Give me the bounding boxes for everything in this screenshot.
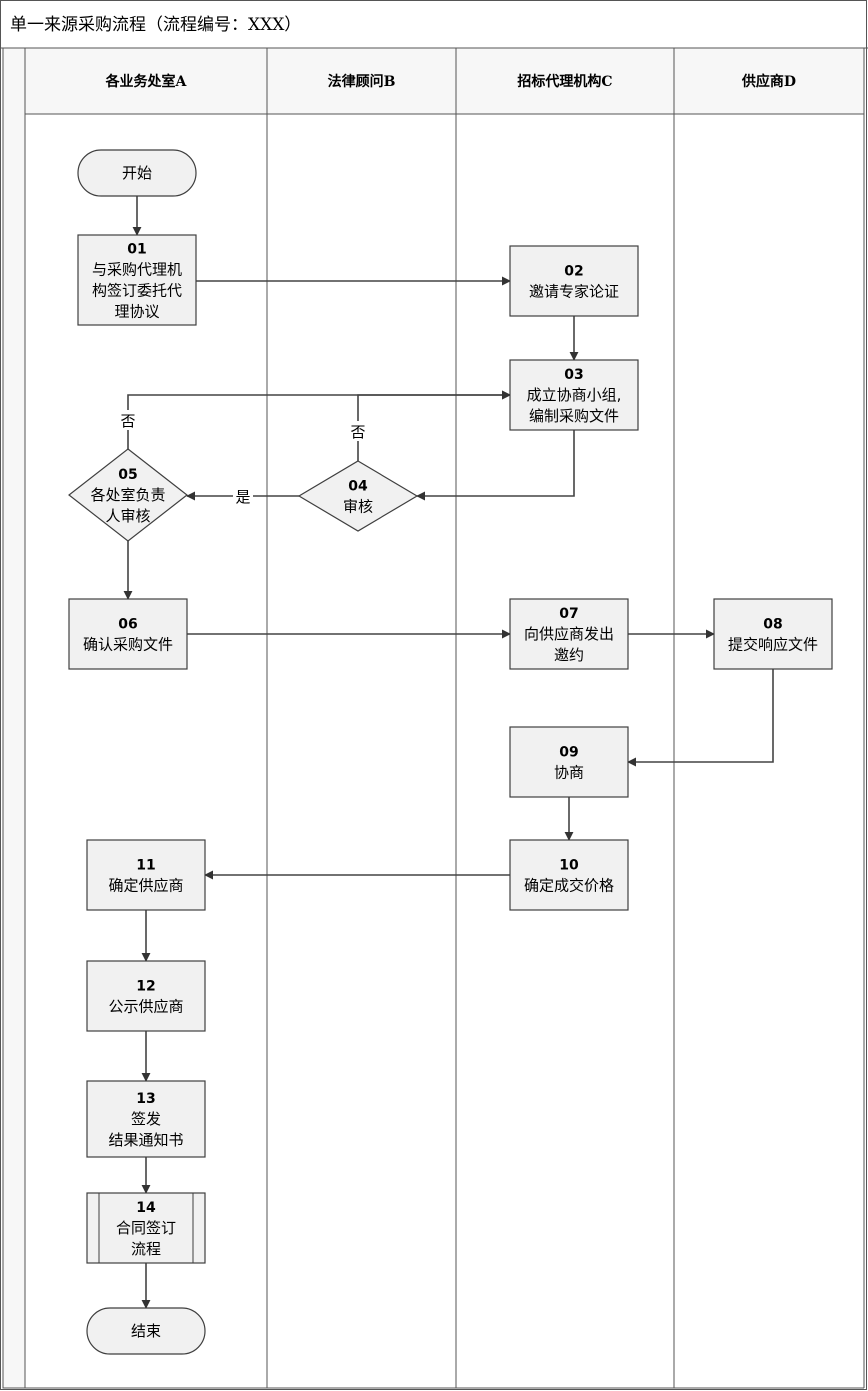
node-label-line: 成立协商小组, [527,386,622,404]
process-shape [713,598,833,670]
node-number: 04 [348,479,368,495]
lane-header-c: 招标代理机构C [517,73,612,90]
process-shape [86,960,206,1032]
node-label-line: 理协议 [114,303,159,321]
terminal-shape [86,1307,206,1355]
node-label-line: 构签订委托代 [92,282,182,300]
process-shape [509,598,629,670]
page-title: 单一来源采购流程（流程编号：XXX） [10,15,301,35]
node-number: 06 [118,617,137,633]
process-shape [86,839,206,911]
node-number: 11 [136,858,155,874]
edge-label-e-04-03: 否 [350,423,365,441]
node-label-line: 确定供应商 [108,877,183,895]
node-label-line: 签发 [131,1110,161,1128]
node-number: 10 [559,858,579,874]
node-label-line: 协商 [554,764,584,782]
lane-header-a: 各业务处室A [105,73,188,90]
subprocess-shape [86,1192,206,1264]
edge-label-e-05-03: 否 [120,412,135,430]
process-shape [509,839,629,911]
node-label-line: 确认采购文件 [83,636,173,654]
node-number: 08 [763,617,782,633]
edge-n03-to-n04 [416,430,575,501]
node-label-line: 邀请专家论证 [529,283,619,301]
node-end: 结束 [86,1307,206,1355]
node-n04: 04 审核 [297,460,419,532]
edge-n04-to-n03 [357,390,511,461]
node-label-line: 编制采购文件 [529,407,619,425]
node-n12: 12 公示供应商 [86,960,206,1032]
node-number: 01 [127,242,146,258]
edges-layer [123,196,774,1309]
lane-header-b: 法律顾问B [328,73,396,90]
node-number: 09 [559,745,578,761]
edge-label-bg [233,486,253,506]
process-shape [509,726,629,798]
node-label-line: 公示供应商 [108,998,183,1016]
labels-layer: 否是 否 [118,410,368,506]
node-label-line: 流程 [131,1240,161,1258]
node-n06: 06 确认采购文件 [68,598,188,670]
edge-label-bg [118,410,138,430]
edge-label-e-04-05: 是 [235,488,250,506]
node-label-line: 向供应商发出 [524,625,614,643]
lane-header-d: 供应商D [741,73,796,90]
node-label-line: 确定成交价格 [524,877,614,895]
node-label-line: 开始 [122,164,152,182]
lane-header-row [24,47,865,115]
decision-shape [297,460,419,532]
pool-side-strip [2,47,26,1389]
node-label-line: 与采购代理机 [92,261,182,279]
node-n03: 03 成立协商小组, 编制采购文件 [509,359,639,431]
node-number: 05 [118,467,137,483]
node-n09: 09 协商 [509,726,629,798]
process-shape [86,1080,206,1158]
process-shape [509,359,639,431]
node-label-line: 人审核 [105,507,150,525]
node-label-line: 邀约 [554,646,584,664]
process-shape [77,234,197,326]
node-number: 02 [564,264,583,280]
edge-n08-to-n09 [627,669,774,767]
decision-shape [68,448,188,542]
node-label-line: 提交响应文件 [728,636,818,654]
node-number: 14 [136,1200,156,1216]
node-n11: 11 确定供应商 [86,839,206,911]
edge-n05-to-n03 [127,390,511,449]
terminal-shape [77,149,197,197]
process-shape [509,245,639,317]
edge-label-bg [348,421,368,441]
node-label-line: 各处室负责 [90,486,165,504]
node-label-line: 审核 [343,498,373,516]
node-n10: 10 确定成交价格 [509,839,629,911]
node-n08: 08 提交响应文件 [713,598,833,670]
node-label-line: 结束 [131,1322,161,1340]
node-label-line: 结果通知书 [108,1131,183,1149]
node-number: 13 [136,1091,155,1107]
node-number: 03 [564,367,583,383]
node-number: 07 [559,606,578,622]
node-n02: 02 邀请专家论证 [509,245,639,317]
node-label-line: 合同签订 [116,1219,176,1237]
node-start: 开始 [77,149,197,197]
process-shape [68,598,188,670]
node-number: 12 [136,979,155,995]
